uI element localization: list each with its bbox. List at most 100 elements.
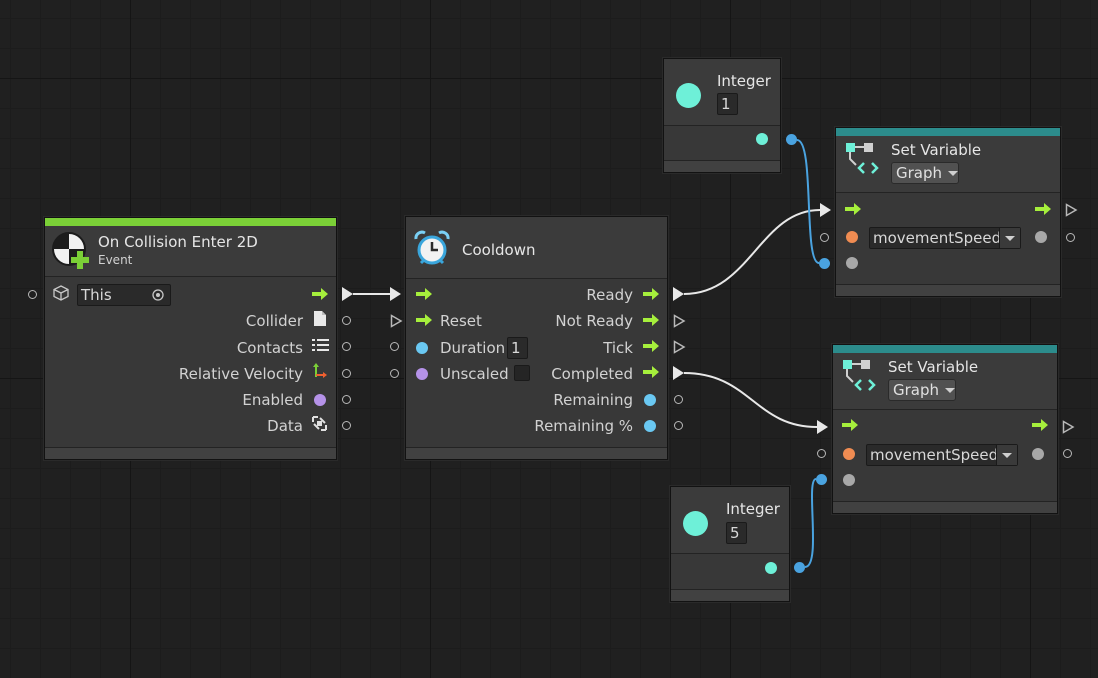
collider-output-port[interactable] (342, 316, 351, 325)
integer-output-dot-icon (756, 133, 768, 145)
output-label-enabled: Enabled (242, 391, 303, 409)
integer-5-output-port[interactable] (794, 562, 805, 573)
chevron-down-icon[interactable] (1002, 453, 1012, 458)
output-label-collider: Collider (245, 312, 303, 330)
enter-input-port[interactable] (390, 287, 401, 301)
output-label-tick: Tick (603, 339, 633, 357)
node-header: Integer 1 (664, 59, 780, 126)
set-variable-node-1[interactable]: Set Variable Graph movementSpeed (835, 127, 1061, 297)
input-label-unscaled: Unscaled (440, 365, 509, 383)
variable-name-value: movementSpeed (870, 446, 999, 464)
unscaled-checkbox[interactable] (514, 365, 530, 381)
set-variable-node-2[interactable]: Set Variable Graph movementSpeed (832, 344, 1058, 514)
flow-output-arrow-icon (312, 288, 328, 300)
object-picker-icon[interactable] (152, 289, 164, 301)
node-title: Integer (726, 500, 780, 518)
target-value: This (81, 286, 112, 304)
flow-input-arrow-icon (416, 288, 432, 300)
unscaled-input-port[interactable] (390, 369, 399, 378)
set-variable-2-output-port[interactable] (1063, 449, 1072, 458)
flow-output-arrow-icon (643, 366, 659, 378)
set-variable-1-enter-port[interactable] (820, 203, 831, 217)
integer-literal-icon (683, 511, 708, 536)
set-variable-1-value-port[interactable] (819, 258, 830, 269)
node-footer (833, 501, 1057, 513)
set-variable-1-output-port[interactable] (1066, 233, 1075, 242)
node-footer (671, 589, 789, 601)
list-icon (312, 339, 329, 351)
flow-output-arrow-icon (643, 314, 659, 326)
not-ready-output-port[interactable] (673, 314, 686, 328)
cooldown-node[interactable]: Cooldown Reset Duration 1 Unscaled Ready… (405, 216, 668, 460)
duration-input-port[interactable] (390, 342, 399, 351)
document-icon (314, 311, 326, 326)
chevron-down-icon (945, 388, 956, 393)
integer-node-5[interactable]: Integer 5 (670, 486, 790, 602)
remaining-output-port[interactable] (674, 395, 683, 404)
flow-output-arrow-icon (643, 288, 659, 300)
node-title: Set Variable (891, 141, 982, 159)
bool-dot-icon (416, 368, 428, 380)
duration-field[interactable]: 1 (507, 337, 528, 359)
vector-icon (313, 363, 327, 378)
set-variable-2-exit-port[interactable] (1062, 420, 1075, 434)
integer-output-dot-icon (765, 562, 777, 574)
node-header: Integer 5 (671, 487, 789, 554)
output-label-remaining-percent: Remaining % (534, 417, 633, 435)
scope-dropdown[interactable]: Graph (888, 379, 956, 401)
node-footer (45, 447, 336, 459)
data-icon (312, 416, 327, 431)
output-label-relative-velocity: Relative Velocity (178, 365, 303, 383)
flow-output-arrow-icon (643, 340, 659, 352)
value-output-dot-icon (1035, 231, 1047, 243)
relative-velocity-output-port[interactable] (342, 369, 351, 378)
flow-output-port[interactable] (342, 287, 353, 301)
node-header: On Collision Enter 2D Event (45, 226, 336, 277)
alarm-clock-icon (414, 230, 450, 265)
value-output-dot-icon (1032, 448, 1044, 460)
node-header: Set Variable Graph (833, 353, 1057, 410)
set-variable-1-exit-port[interactable] (1065, 203, 1078, 217)
integer-1-output-port[interactable] (786, 134, 797, 145)
ready-output-port[interactable] (673, 287, 684, 301)
flow-input-arrow-icon (845, 203, 861, 215)
contacts-output-port[interactable] (342, 342, 351, 351)
variable-name-field[interactable]: movementSpeed (869, 227, 1021, 249)
data-output-port[interactable] (342, 421, 351, 430)
target-input-port[interactable] (28, 290, 37, 299)
remaining-percent-output-port[interactable] (674, 421, 683, 430)
variable-name-value: movementSpeed (873, 229, 1002, 247)
on-collision-enter-2d-node[interactable]: On Collision Enter 2D Event This Collide… (44, 217, 337, 460)
integer-node-1[interactable]: Integer 1 (663, 58, 781, 173)
integer-value-field[interactable]: 5 (726, 522, 747, 544)
integer-value-field[interactable]: 1 (717, 93, 738, 115)
chevron-down-icon[interactable] (1005, 236, 1015, 241)
input-label-duration: Duration (440, 339, 506, 357)
reset-input-port[interactable] (390, 314, 403, 328)
node-subtitle: Event (98, 253, 133, 267)
set-variable-2-value-port[interactable] (816, 474, 827, 485)
completed-output-port[interactable] (673, 366, 684, 380)
enabled-output-port[interactable] (342, 395, 351, 404)
tick-output-port[interactable] (673, 340, 686, 354)
set-variable-2-name-port[interactable] (817, 449, 826, 458)
value-input-dot-icon (846, 257, 858, 269)
set-variable-2-enter-port[interactable] (817, 420, 828, 434)
node-title: On Collision Enter 2D (98, 233, 258, 251)
input-label-reset: Reset (440, 312, 482, 330)
output-label-remaining: Remaining (553, 391, 633, 409)
value-dot-icon (644, 420, 656, 432)
set-variable-color-bar (833, 345, 1057, 353)
target-field[interactable]: This (77, 284, 171, 306)
string-dot-icon (843, 448, 855, 460)
flow-output-arrow-icon (1032, 419, 1048, 431)
scope-value: Graph (896, 164, 943, 182)
chevron-down-icon (948, 171, 959, 176)
node-footer (406, 447, 667, 459)
flow-input-arrow-icon (842, 419, 858, 431)
variable-name-field[interactable]: movementSpeed (866, 444, 1018, 466)
set-variable-color-bar (836, 128, 1060, 136)
set-variable-1-name-port[interactable] (820, 233, 829, 242)
output-label-data: Data (267, 417, 303, 435)
scope-dropdown[interactable]: Graph (891, 162, 959, 184)
